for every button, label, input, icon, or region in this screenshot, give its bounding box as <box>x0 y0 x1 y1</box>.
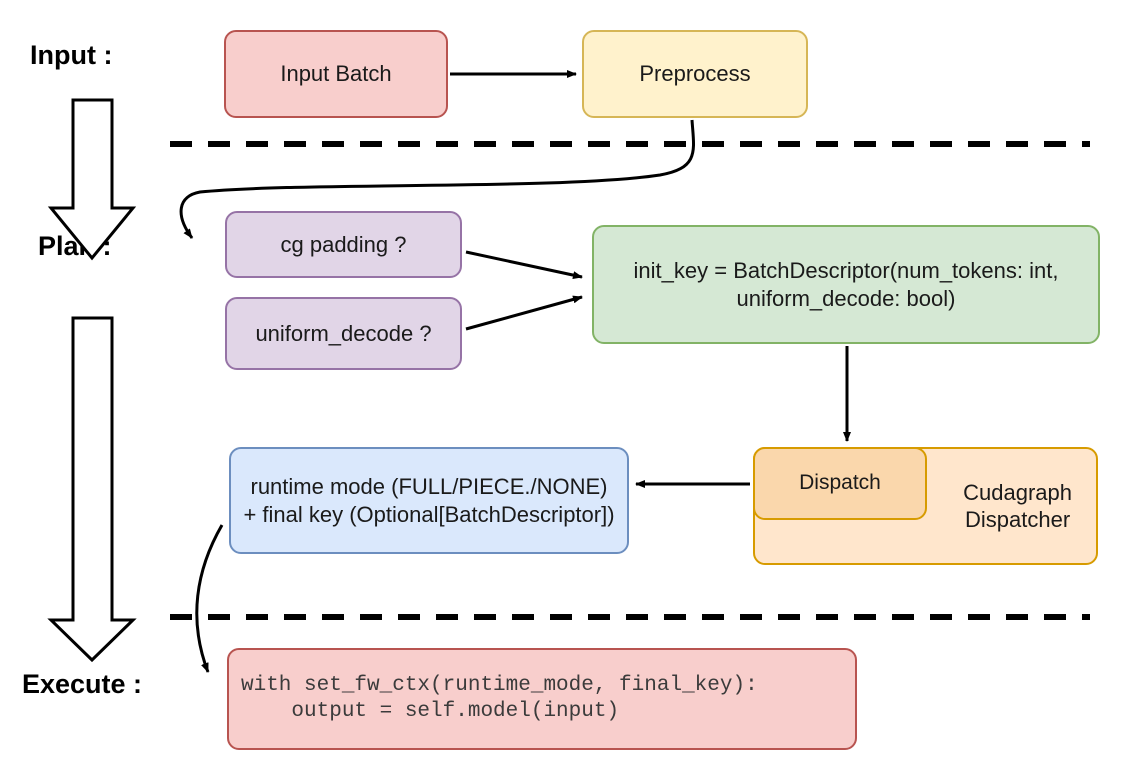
node-runtime-mode[interactable]: runtime mode (FULL/PIECE./NONE) + final … <box>229 447 629 554</box>
node-cudagraph-dispatcher-line2: Dispatcher <box>964 507 1071 532</box>
node-preprocess[interactable]: Preprocess <box>582 30 808 118</box>
node-uniform-decode[interactable]: uniform_decode ? <box>225 297 462 370</box>
node-execute-code-line1: with set_fw_ctx(runtime_mode, final_key)… <box>241 673 758 697</box>
node-init-key-line1: init_key = BatchDescriptor(num_tokens: i… <box>633 258 1059 283</box>
node-dispatch[interactable]: Dispatch <box>753 447 927 520</box>
node-cg-padding[interactable]: cg padding ? <box>225 211 462 278</box>
arrow-cg-padding-to-init-key <box>465 250 583 280</box>
arrow-uniform-decode-to-init-key <box>465 295 583 331</box>
node-execute-code[interactable]: with set_fw_ctx(runtime_mode, final_key)… <box>227 648 857 750</box>
arrow-runtime-mode-to-execute-code <box>195 524 224 673</box>
stage-label-plan: Plan : <box>38 231 112 261</box>
stage-arrow-plan-to-execute <box>47 316 137 663</box>
stage-label-execute: Execute : <box>22 669 143 699</box>
node-execute-code-line2: output = self.model(input) <box>241 700 620 723</box>
node-init-key-line2: uniform_decode: bool) <box>736 285 956 311</box>
node-input-batch[interactable]: Input Batch <box>224 30 448 118</box>
node-runtime-mode-line2: + final key (Optional[BatchDescriptor]) <box>243 501 615 527</box>
stage-label-input: Input : <box>30 40 113 70</box>
node-cudagraph-dispatcher-line1: Cudagraph <box>963 479 1072 505</box>
node-init-key[interactable]: init_key = BatchDescriptor(num_tokens: i… <box>592 225 1100 344</box>
node-runtime-mode-line1: runtime mode (FULL/PIECE./NONE) <box>250 474 608 499</box>
